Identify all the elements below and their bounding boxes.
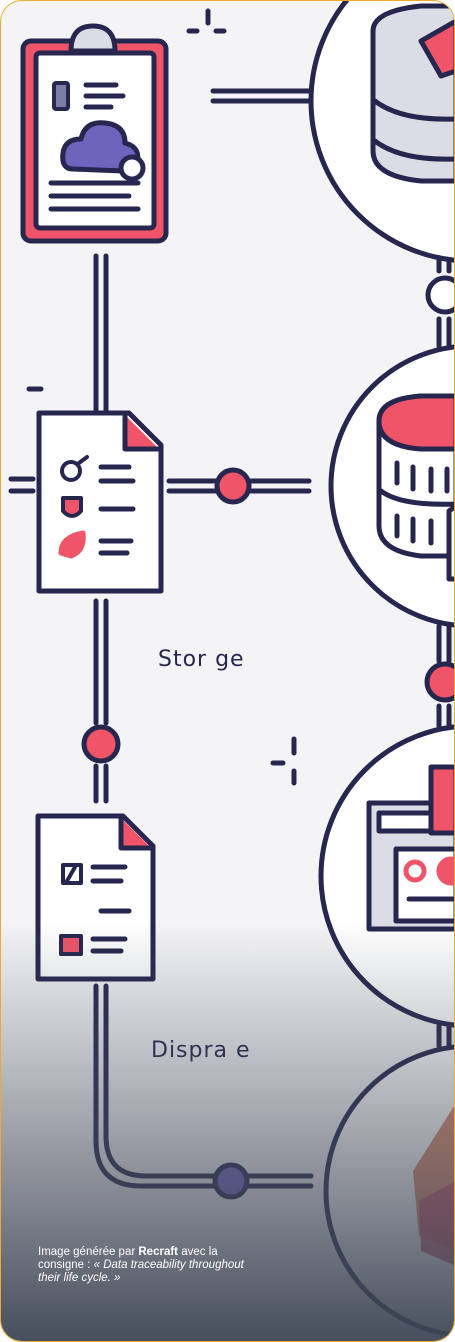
- server-icon: [366, 764, 454, 932]
- document-icon: [35, 813, 156, 982]
- connector-node: [81, 724, 121, 764]
- connector-node: [424, 661, 454, 703]
- caption-prefix: Image générée par: [38, 1246, 139, 1258]
- connector-lines: [8, 88, 452, 1189]
- database-cylinder-icon: [376, 393, 454, 582]
- clipboard-icon: [20, 23, 169, 244]
- display-label: Dispra e: [151, 1038, 251, 1063]
- connector-node: [212, 1162, 250, 1200]
- caption-middle: avec la consigne :: [38, 1246, 218, 1271]
- caption-prompt: « Data traceability throughout their lif…: [38, 1259, 244, 1284]
- database-icon: [370, 3, 454, 184]
- connector-node: [425, 275, 454, 315]
- caption-brand: Recraft: [138, 1246, 179, 1258]
- document-icon: [36, 410, 164, 594]
- storage-label: Stor ge: [158, 647, 245, 672]
- image-credit-caption: Image générée par Recraft avec la consig…: [38, 1246, 248, 1285]
- connector-node: [214, 467, 252, 505]
- sparkle-decoration: [26, 8, 297, 786]
